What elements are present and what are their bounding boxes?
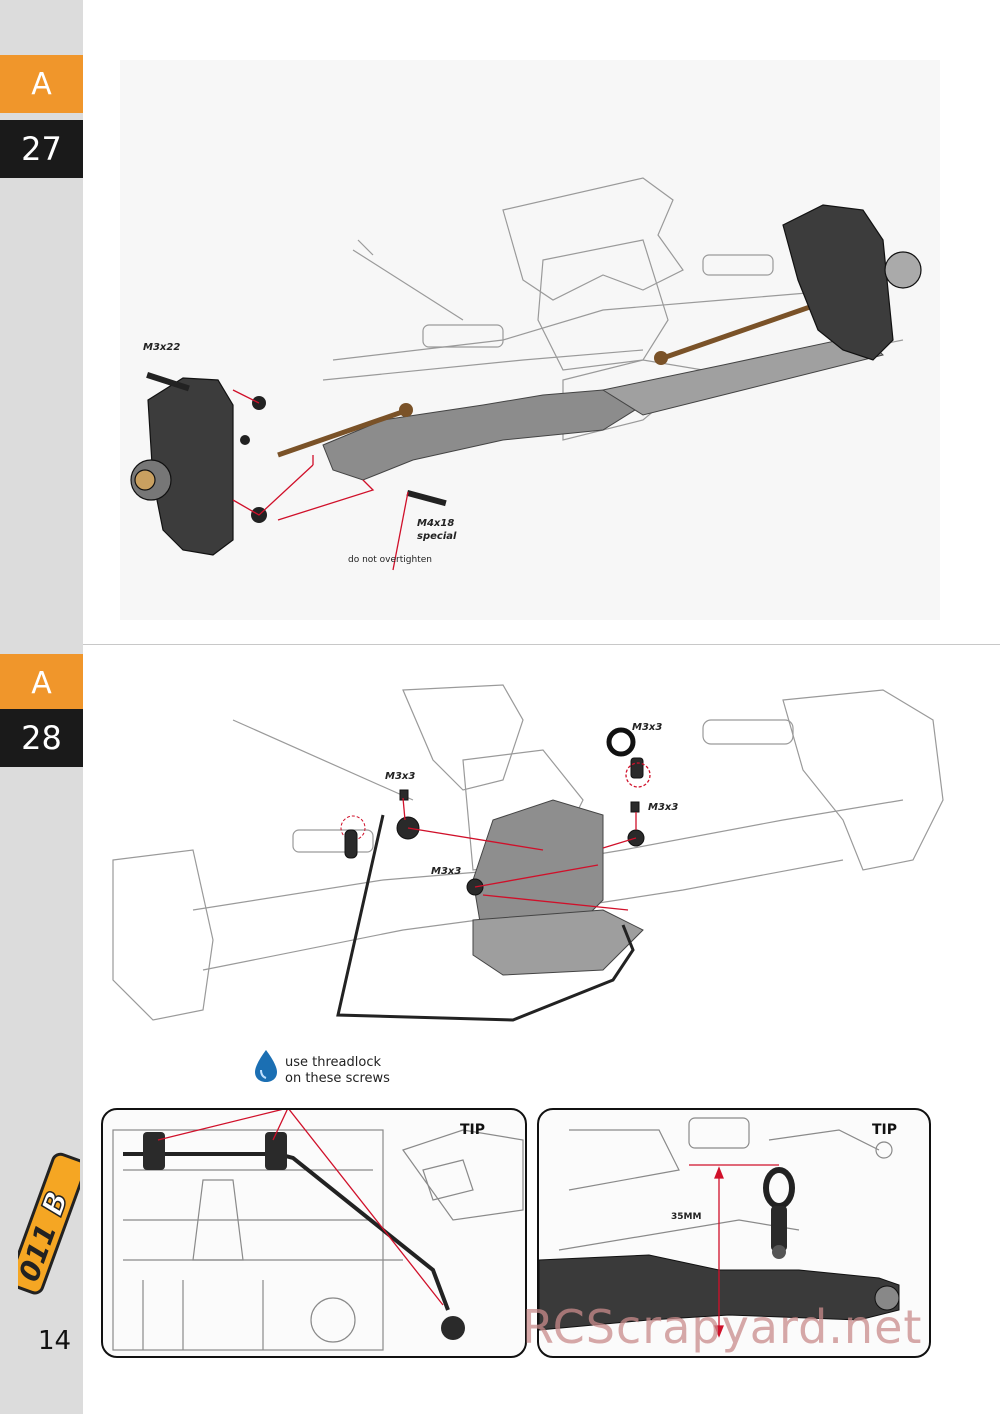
threadlock-note: use threadlock on these screws [285, 1055, 390, 1087]
screw-m3x3-label-c: M3x3 [648, 802, 679, 813]
tip-box-left: TIP [101, 1108, 527, 1358]
page-number: 14 [38, 1326, 72, 1356]
measurement-label: 35MM [671, 1212, 702, 1222]
step-27-section-letter: A [0, 55, 83, 113]
watermark: RCScrapyard.net [522, 1300, 923, 1354]
screw-m3x3-label-a: M3x3 [385, 771, 416, 782]
threadlock-line-1: use threadlock [285, 1055, 381, 1070]
tip-left-title: TIP [460, 1122, 486, 1138]
svg-text:B: B [35, 1187, 76, 1220]
tip-right-title: TIP [872, 1122, 898, 1138]
brand-logo: 011 B [18, 1152, 80, 1295]
step-28-number: 28 [0, 709, 83, 767]
threadlock-drop-icon [255, 1050, 277, 1082]
overtighten-warning: do not overtighten [348, 555, 432, 565]
threadlock-line-2: on these screws [285, 1071, 390, 1086]
screw-special-label: special [417, 531, 457, 542]
step-28-section-letter: A [0, 654, 83, 712]
screw-m3x22-label: M3x22 [143, 342, 181, 353]
tip-right-illustration [539, 1117, 900, 1338]
step-28-illustration [112, 684, 944, 1022]
step-27-illustration [130, 177, 922, 571]
screw-m3x3-label-d: M3x3 [431, 866, 462, 877]
tip-box-right: TIP 35MM [537, 1108, 931, 1358]
step-27-panel [120, 60, 940, 620]
tip-left-illustration [112, 1110, 524, 1351]
screw-m4x18-label: M4x18 [417, 518, 455, 529]
screw-m3x3-label-b: M3x3 [632, 722, 663, 733]
step-divider [83, 644, 1000, 645]
step-27-number: 27 [0, 120, 83, 178]
